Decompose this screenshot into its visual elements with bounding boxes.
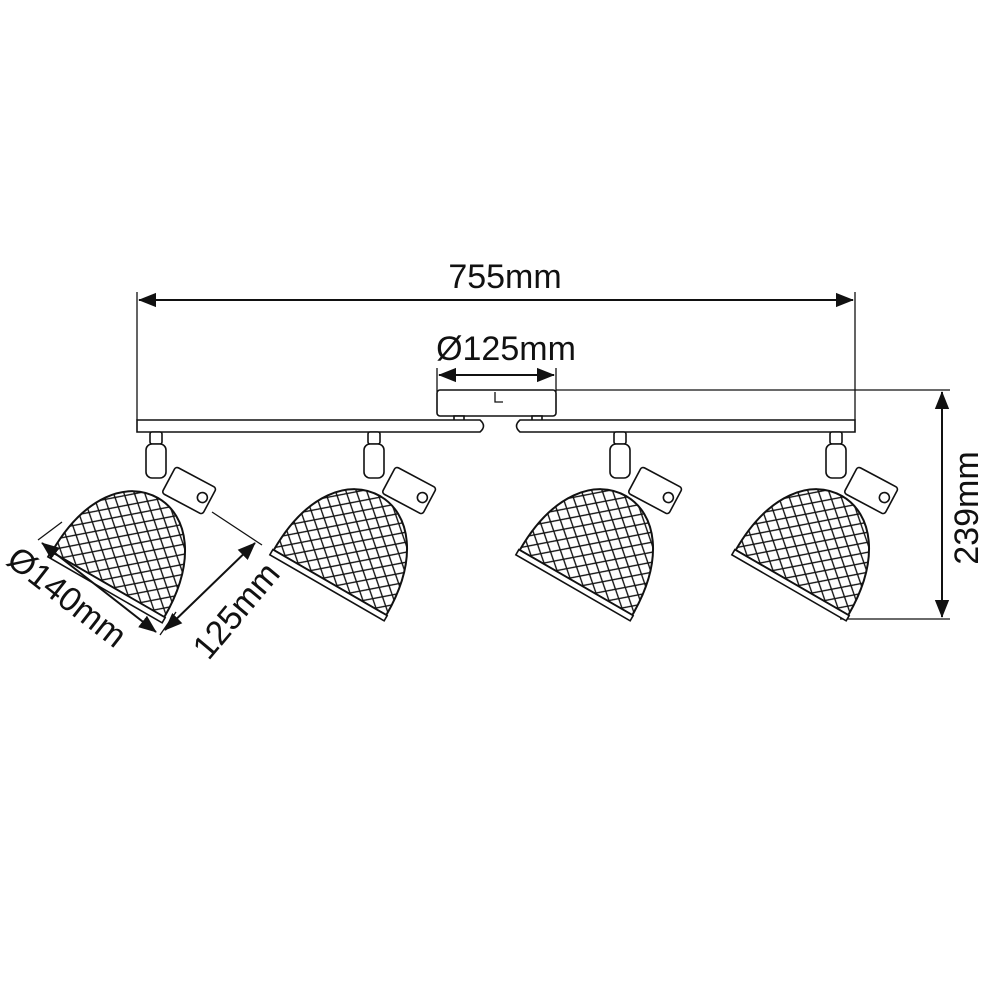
- mounting-bar: [136, 419, 856, 433]
- spotlight-2: [268, 431, 439, 622]
- canopy: [436, 389, 557, 423]
- overall-height-label: 239mm: [948, 451, 986, 564]
- overall-length-label: 755mm: [448, 258, 561, 296]
- overall-height-dimension: 239mm: [556, 389, 986, 620]
- spotlight-3: [514, 431, 685, 622]
- overall-length-dimension: 755mm: [136, 258, 856, 420]
- spotlight-4: [730, 431, 901, 622]
- spotlight-1: [46, 431, 217, 624]
- shade-depth-label: 125mm: [186, 555, 288, 666]
- canopy-diameter-dimension: Ø125mm: [436, 330, 576, 392]
- canopy-diameter-label: Ø125mm: [436, 330, 576, 368]
